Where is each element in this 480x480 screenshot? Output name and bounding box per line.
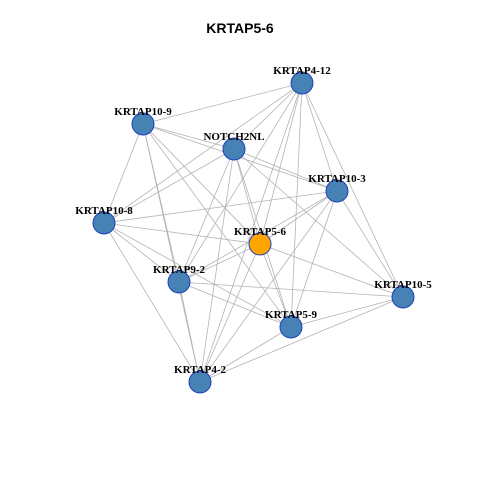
- node-label-krtap4-12: KRTAP4-12: [273, 65, 331, 77]
- edge-krtap4-12-krtap10-9: [142, 82, 303, 125]
- edge-krtap5-6-krtap4-2: [199, 243, 261, 383]
- node-label-krtap10-3: KRTAP10-3: [308, 173, 366, 185]
- node-krtap10-3: [325, 179, 349, 203]
- node-krtap4-12: [290, 71, 314, 95]
- edge-krtap4-12-krtap10-3: [301, 82, 338, 192]
- edge-krtap4-12-krtap4-2: [199, 82, 303, 383]
- node-label-krtap5-9: KRTAP5-9: [265, 309, 317, 321]
- edge-notch2nl-krtap10-3: [233, 148, 338, 192]
- chart-title: KRTAP5-6: [206, 20, 274, 36]
- node-label-krtap4-2: KRTAP4-2: [174, 364, 226, 376]
- edge-krtap10-8-krtap5-9: [103, 222, 292, 328]
- edge-krtap5-6-krtap10-5: [259, 243, 404, 298]
- node-label-notch2nl: NOTCH2NL: [203, 131, 264, 143]
- edge-krtap10-9-krtap5-6: [142, 123, 261, 245]
- node-krtap5-6: [248, 232, 272, 256]
- edge-notch2nl-krtap10-8: [103, 148, 235, 224]
- edge-krtap4-12-krtap5-9: [290, 82, 303, 328]
- node-layer: [92, 71, 415, 394]
- edge-krtap10-3-krtap5-6: [259, 190, 338, 245]
- node-krtap10-5: [391, 285, 415, 309]
- node-label-krtap10-8: KRTAP10-8: [75, 205, 133, 217]
- edge-krtap9-2-krtap5-9: [178, 281, 292, 328]
- node-krtap10-9: [131, 112, 155, 136]
- edge-krtap10-9-notch2nl: [142, 123, 235, 150]
- edge-layer: [103, 82, 404, 383]
- edge-krtap5-6-krtap9-2: [178, 243, 261, 283]
- edge-krtap4-12-krtap9-2: [178, 82, 303, 283]
- edge-notch2nl-krtap4-2: [199, 148, 235, 383]
- edge-krtap10-3-krtap5-9: [290, 190, 338, 328]
- node-label-krtap5-6: KRTAP5-6: [234, 226, 286, 238]
- edge-krtap10-9-krtap10-8: [103, 123, 144, 224]
- edge-notch2nl-krtap5-6: [233, 148, 261, 245]
- edge-krtap4-12-krtap10-8: [103, 82, 303, 224]
- edge-krtap9-2-krtap4-2: [178, 281, 201, 383]
- edge-krtap10-3-krtap4-2: [199, 190, 338, 383]
- edge-krtap10-8-krtap4-2: [103, 222, 201, 383]
- edge-krtap10-8-krtap5-6: [103, 222, 261, 245]
- edge-notch2nl-krtap10-5: [233, 148, 404, 298]
- edge-krtap4-12-notch2nl: [233, 82, 303, 150]
- edge-krtap10-5-krtap4-2: [199, 296, 404, 383]
- edge-krtap10-3-krtap10-5: [336, 190, 404, 298]
- node-label-krtap9-2: KRTAP9-2: [153, 264, 205, 276]
- edge-notch2nl-krtap9-2: [178, 148, 235, 283]
- edge-krtap10-8-krtap9-2: [103, 222, 180, 283]
- edge-krtap9-2-krtap10-5: [178, 281, 404, 298]
- node-krtap5-9: [279, 315, 303, 339]
- edge-krtap4-12-krtap5-6: [259, 82, 303, 245]
- node-label-krtap10-9: KRTAP10-9: [114, 106, 172, 118]
- node-krtap10-8: [92, 211, 116, 235]
- node-krtap4-2: [188, 370, 212, 394]
- edge-krtap5-9-krtap4-2: [199, 326, 292, 383]
- node-krtap9-2: [167, 270, 191, 294]
- edge-krtap5-6-krtap5-9: [259, 243, 292, 328]
- edge-krtap10-9-krtap4-2: [142, 123, 201, 383]
- edge-krtap10-3-krtap10-8: [103, 190, 338, 224]
- node-notch2nl: [222, 137, 246, 161]
- node-label-krtap10-5: KRTAP10-5: [374, 279, 432, 291]
- edge-krtap4-12-krtap10-5: [301, 82, 404, 298]
- edge-krtap10-9-krtap5-9: [142, 123, 292, 328]
- edge-krtap10-5-krtap5-9: [290, 296, 404, 328]
